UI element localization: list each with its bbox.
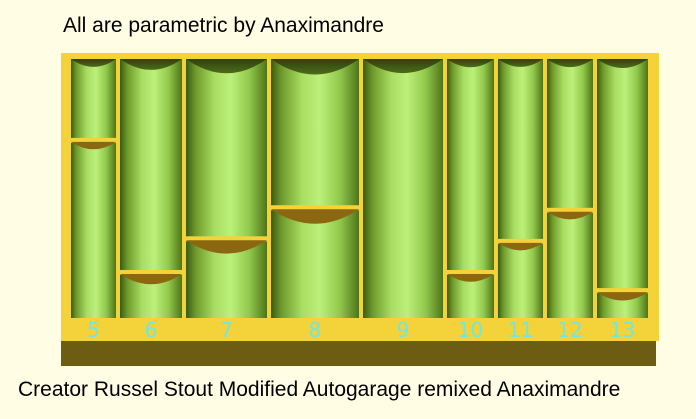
slot-tube	[597, 59, 648, 318]
slot-label: 5	[87, 318, 100, 342]
slot-label: 10	[458, 318, 483, 342]
organizer-base-front	[61, 340, 656, 366]
slot-11: 11	[498, 59, 543, 342]
slot-shelf	[186, 236, 267, 242]
slot-rim	[597, 59, 648, 68]
slot-rim	[186, 59, 267, 74]
slot-shelf	[120, 269, 182, 275]
slot-label: 12	[557, 318, 582, 342]
slot-rim	[498, 59, 543, 67]
slot-label: 7	[220, 318, 233, 342]
slot-label: 8	[309, 318, 322, 342]
slot-shelf-shadow	[120, 273, 182, 285]
slot-rim	[363, 59, 443, 74]
slot-8: 8	[271, 59, 359, 342]
slot-shelf-shadow	[447, 273, 494, 282]
slot-rim	[120, 59, 182, 70]
slot-7: 7	[186, 59, 267, 342]
slot-rim	[447, 59, 494, 68]
slot-rim	[271, 59, 359, 75]
slot-tube	[547, 59, 593, 318]
slot-10: 10	[447, 59, 494, 342]
page-title: All are parametric by Anaximandre	[63, 14, 384, 37]
slot-shelf	[71, 137, 116, 143]
slot-shelf-shadow	[547, 211, 593, 220]
slot-shelf	[447, 269, 494, 275]
slot-6: 6	[120, 59, 182, 342]
slot-label: 6	[145, 318, 158, 342]
slot-label: 9	[397, 318, 410, 342]
slot-5: 5	[71, 59, 116, 342]
credits-text: Creator Russel Stout Modified Autogarage…	[18, 378, 621, 401]
slot-tube	[271, 59, 359, 318]
slot-shelf-shadow	[71, 141, 116, 150]
slot-shelf	[547, 207, 593, 213]
slot-shelf	[271, 205, 359, 211]
slot-shelf	[597, 288, 648, 294]
slot-12: 12	[547, 59, 593, 342]
slot-label: 11	[508, 318, 533, 342]
slot-tube	[186, 59, 267, 318]
slot-rim	[547, 59, 593, 68]
slot-shelf-shadow	[498, 242, 543, 251]
slot-13: 13	[597, 59, 648, 342]
slot-tube	[363, 59, 443, 318]
slot-shelf-shadow	[271, 209, 359, 224]
slot-tube	[498, 59, 543, 318]
slot-rim	[71, 59, 116, 67]
slot-9: 9	[363, 59, 443, 342]
slot-shelf-shadow	[186, 240, 267, 254]
slot-label: 13	[610, 318, 635, 342]
slot-shelf-shadow	[597, 292, 648, 301]
slot-tube	[71, 59, 116, 318]
slot-shelf	[498, 238, 543, 244]
